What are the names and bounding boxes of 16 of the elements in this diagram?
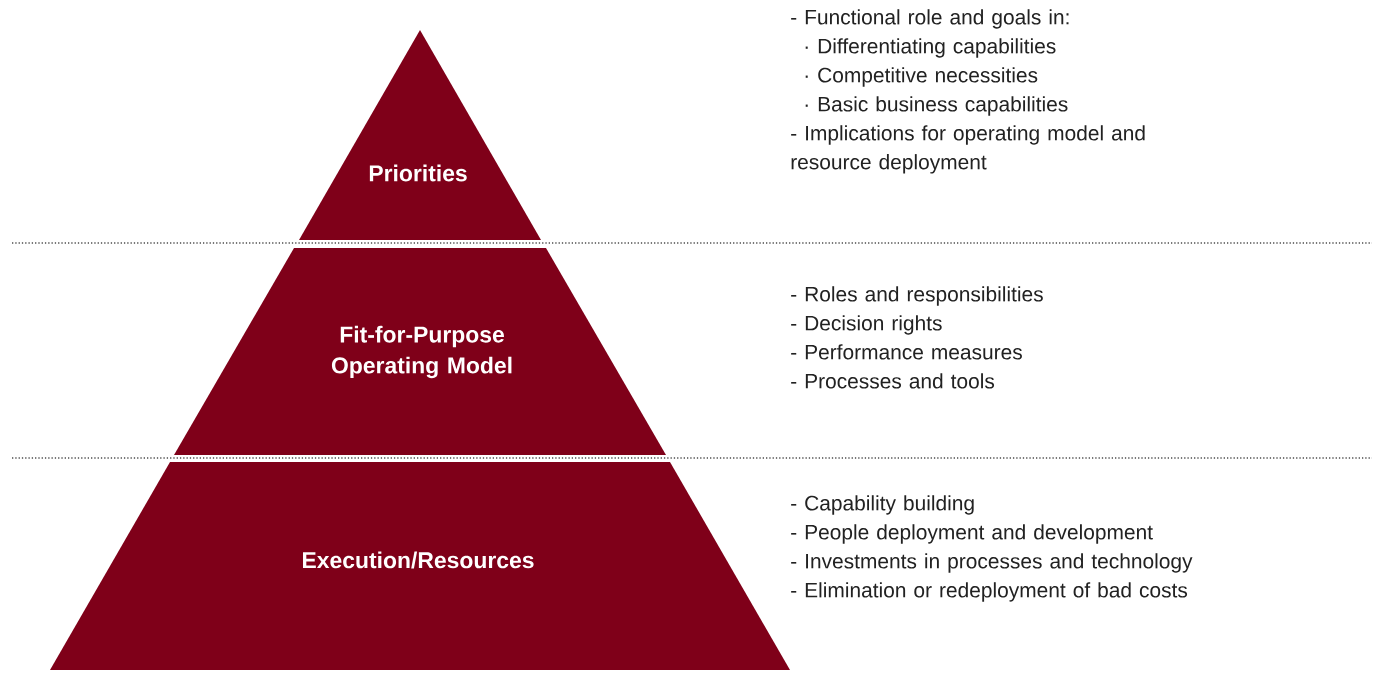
- bullet-text: - Processes and tools: [791, 373, 995, 389]
- pyramid-level: Priorities: [299, 30, 541, 240]
- bullet-text: - Capability building: [791, 495, 974, 515]
- bullet-text: - Investments in processes and technology: [791, 553, 1193, 573]
- bullet-text: - Decision rights: [791, 315, 942, 335]
- bullet-text: · Basic business capabilities: [805, 96, 1068, 116]
- bullet-text: - Implications for operating model and resource deployment: [791, 125, 1145, 174]
- bullet-text: · Competitive necessities: [805, 67, 1038, 87]
- pyramid-level: Execution/Resources: [50, 462, 790, 670]
- bullet-text: - Functional role and goals in:: [791, 9, 1069, 29]
- bullet-text: - Elimination or redeployment of bad costs: [791, 582, 1188, 602]
- bullet-text: - Roles and responsibilities: [791, 286, 1043, 306]
- bullet-text: · Differentiating capabilities: [805, 38, 1056, 58]
- bullet-text: - Performance measures: [791, 344, 1022, 360]
- pyramid-level: Fit-for-Purpose Operating Model: [174, 248, 666, 455]
- bullet-text: - People deployment and development: [791, 524, 1153, 544]
